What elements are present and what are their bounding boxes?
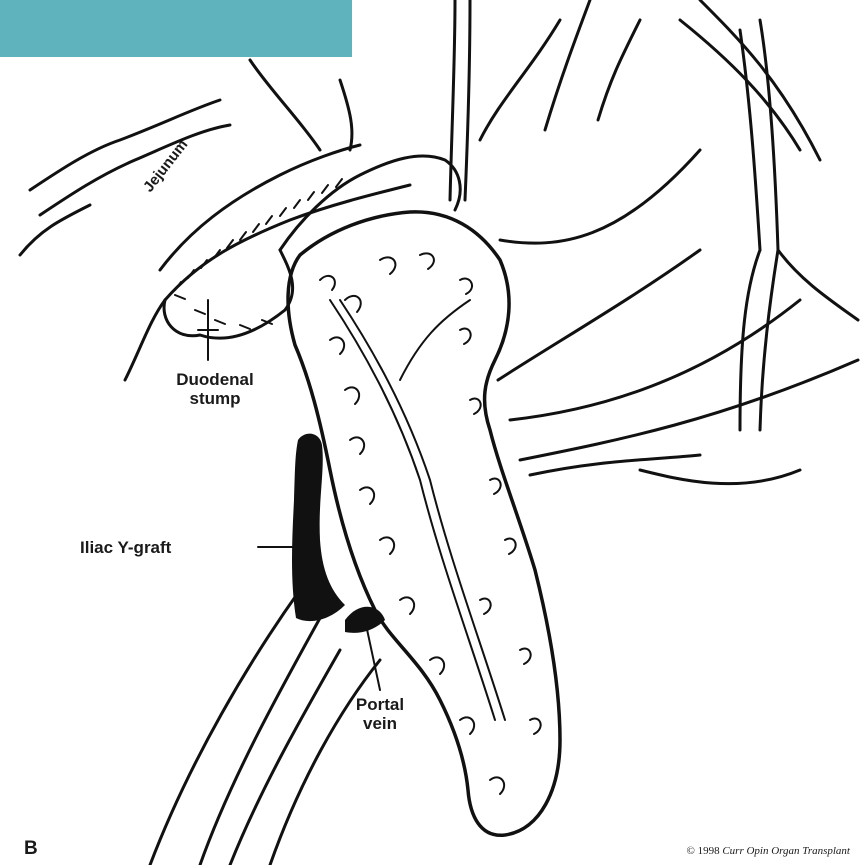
label-duodenal-stump: Duodenal stump	[150, 370, 280, 408]
pancreas-head	[280, 156, 460, 250]
panel-letter: B	[24, 838, 38, 860]
vessel-line	[640, 470, 800, 484]
duodenal-stump	[125, 300, 165, 380]
vessel-line	[498, 250, 700, 380]
label-duodenal-line1: Duodenal	[150, 370, 280, 389]
vessel-line	[465, 0, 470, 200]
portal-vein-graft	[345, 607, 385, 633]
vessel-line	[545, 0, 590, 130]
vessel-line	[760, 20, 778, 250]
jejunum-outline	[30, 100, 220, 190]
label-duodenal-line2: stump	[150, 389, 280, 408]
duodenal-stump	[164, 250, 293, 338]
pancreas-outline	[288, 212, 560, 835]
label-iliac-y-graft: Iliac Y-graft	[80, 538, 260, 557]
vessel-line	[530, 455, 700, 475]
suture-line	[175, 295, 272, 329]
copyright-journal: Curr Opin Organ Transplant	[722, 845, 850, 857]
pancreatic-duct	[340, 300, 505, 720]
label-portal-line1: Portal	[330, 695, 430, 714]
label-portal-line2: vein	[330, 714, 430, 733]
jejunum-outline	[20, 205, 90, 255]
jejunum-outline	[250, 60, 320, 150]
copyright-notice: © 1998 Curr Opin Organ Transplant	[686, 845, 850, 857]
iliac-artery	[150, 590, 300, 865]
pancreatic-duct	[400, 300, 470, 380]
vessel-line	[760, 250, 778, 430]
iliac-artery	[270, 660, 380, 865]
copyright-prefix: © 1998	[686, 845, 719, 857]
vessel-line	[510, 300, 800, 420]
jejunum-outline	[340, 80, 352, 150]
iliac-y-graft	[292, 434, 345, 621]
jejunum-outline	[40, 125, 230, 215]
vessel-line	[598, 20, 640, 120]
vessel-line	[500, 150, 700, 243]
label-portal-vein: Portal vein	[330, 695, 430, 733]
